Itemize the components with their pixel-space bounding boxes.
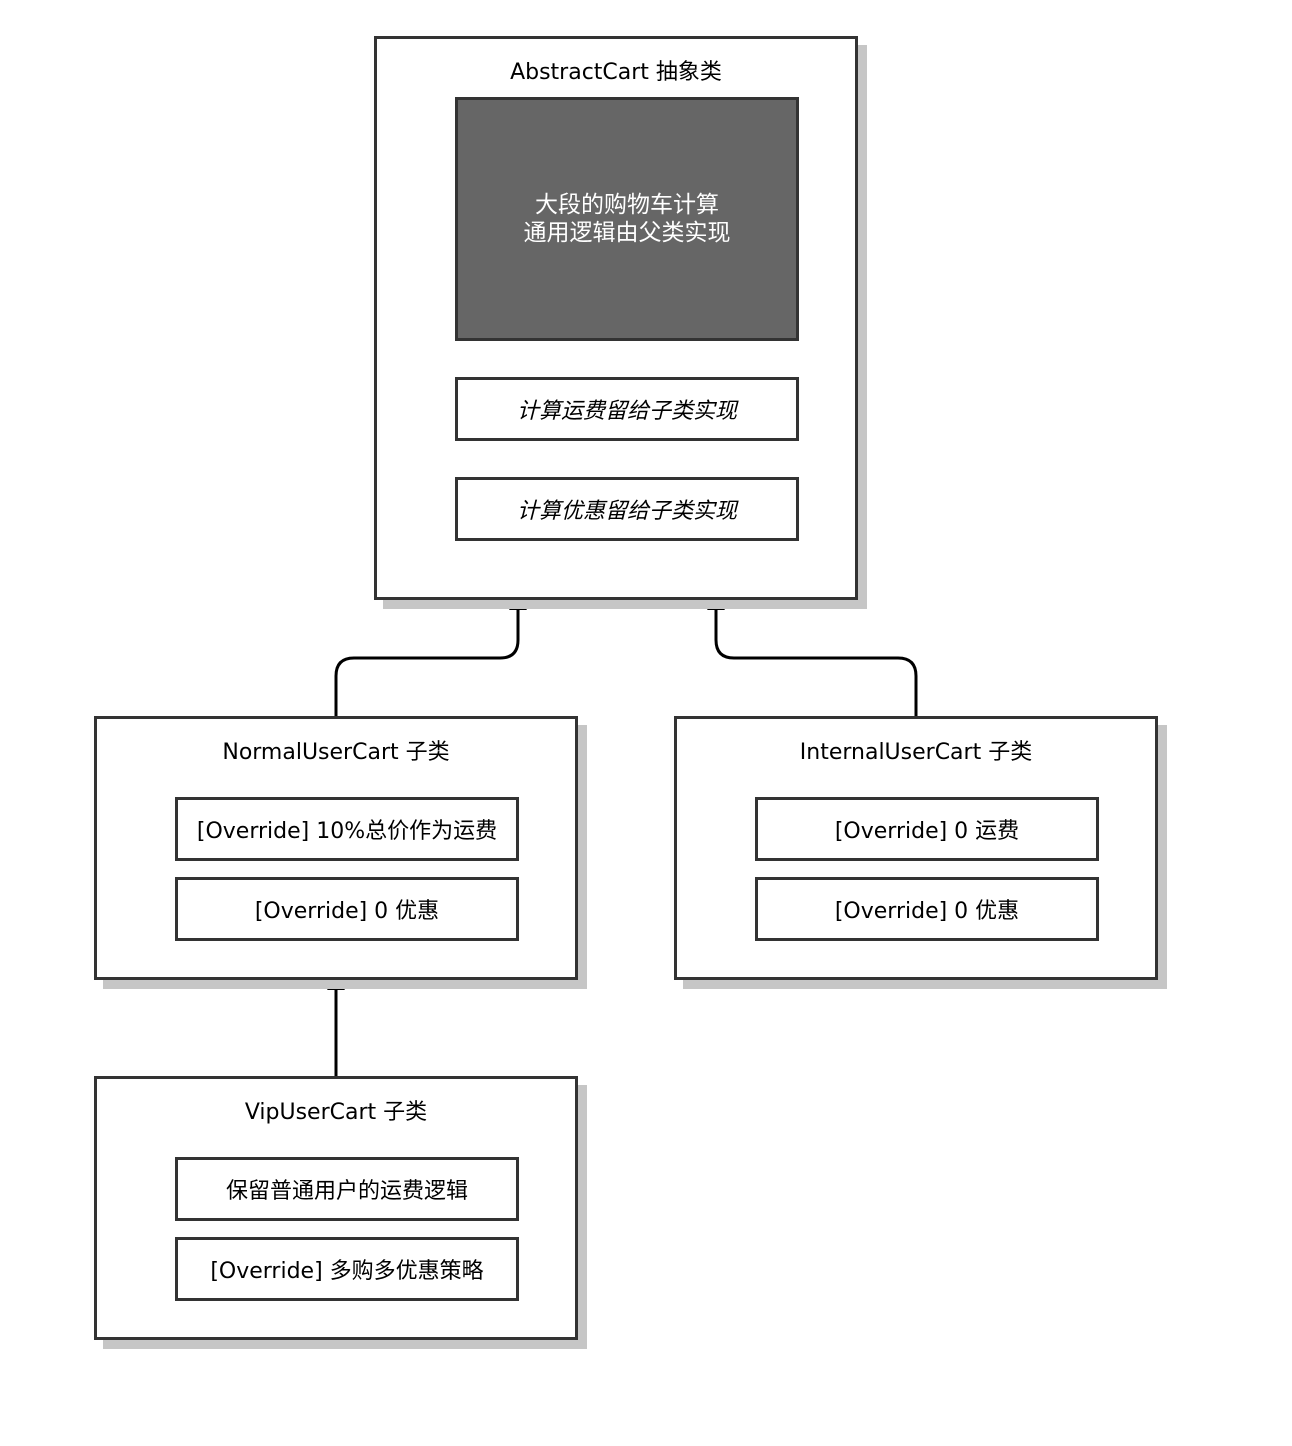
internal-user-cart-title: InternalUserCart 子类 — [799, 740, 1033, 765]
arrowhead-abstract-left — [509, 597, 527, 610]
internal-discount-method: [Override] 0 优惠 — [755, 877, 1099, 941]
arrowhead-normal — [327, 977, 345, 990]
abstract-shipping-label: 计算运费留给子类实现 — [516, 399, 737, 424]
abstract-cart-title: AbstractCart 抽象类 — [510, 60, 722, 85]
normal-discount-method: [Override] 0 优惠 — [175, 877, 519, 941]
normal-shipping-label: [Override] 10%总价作为运费 — [196, 819, 498, 844]
vip-user-cart-class: VipUserCart 子类 保留普通用户的运费逻辑 [Override] 多购… — [94, 1076, 578, 1340]
edge-internal-to-abstract — [714, 606, 918, 716]
common-logic-line2: 通用逻辑由父类实现 — [523, 220, 731, 246]
normal-discount-label: [Override] 0 优惠 — [254, 899, 440, 924]
arrowhead-abstract-right — [707, 597, 725, 610]
vip-user-cart-title: VipUserCart 子类 — [244, 1100, 428, 1125]
vip-shipping-method: 保留普通用户的运费逻辑 — [175, 1157, 519, 1221]
edge-normal-to-abstract — [334, 606, 520, 716]
internal-shipping-method: [Override] 0 运费 — [755, 797, 1099, 861]
common-logic-block: 大段的购物车计算 通用逻辑由父类实现 — [455, 97, 799, 341]
abstract-shipping-method: 计算运费留给子类实现 — [455, 377, 799, 441]
abstract-discount-method: 计算优惠留给子类实现 — [455, 477, 799, 541]
internal-user-cart-class: InternalUserCart 子类 [Override] 0 运费 [Ove… — [674, 716, 1158, 980]
vip-discount-label: [Override] 多购多优惠策略 — [210, 1259, 484, 1284]
common-logic-line1: 大段的购物车计算 — [535, 192, 719, 218]
normal-shipping-method: [Override] 10%总价作为运费 — [175, 797, 519, 861]
vip-discount-method: [Override] 多购多优惠策略 — [175, 1237, 519, 1301]
normal-user-cart-title: NormalUserCart 子类 — [222, 740, 450, 765]
internal-shipping-label: [Override] 0 运费 — [834, 819, 1020, 844]
normal-user-cart-class: NormalUserCart 子类 [Override] 10%总价作为运费 [… — [94, 716, 578, 980]
internal-discount-label: [Override] 0 优惠 — [834, 899, 1020, 924]
abstract-discount-label: 计算优惠留给子类实现 — [516, 499, 737, 524]
vip-shipping-label: 保留普通用户的运费逻辑 — [225, 1179, 468, 1204]
abstract-cart-class: AbstractCart 抽象类 大段的购物车计算 通用逻辑由父类实现 计算运费… — [374, 36, 858, 600]
